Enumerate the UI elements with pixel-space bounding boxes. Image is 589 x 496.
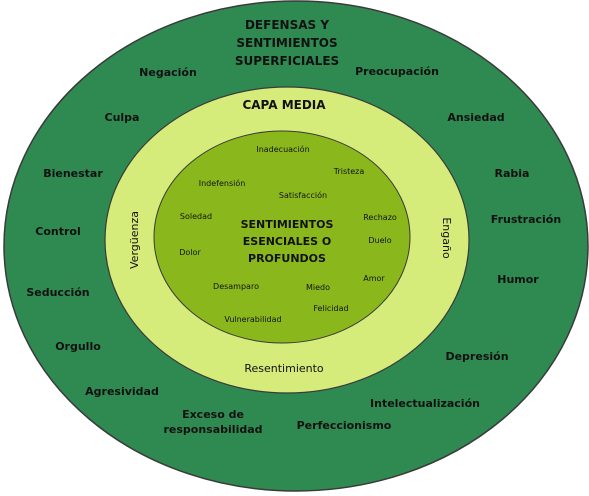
inner-title-line-3: PROFUNDOS [248,252,326,265]
inner-word-felicidad: Felicidad [313,304,348,313]
outer-word-seduccion: Seducción [26,286,89,299]
outer-title-line-2: SENTIMIENTOS [236,36,337,50]
middle-word-resentimiento: Resentimiento [244,362,324,375]
outer-word-ansiedad: Ansiedad [447,111,504,124]
outer-word-depresion: Depresión [445,350,508,363]
outer-word-agresividad: Agresividad [85,385,159,398]
inner-word-vulnerabilidad: Vulnerabilidad [224,315,281,324]
outer-word-perfeccionismo: Perfeccionismo [297,419,392,432]
outer-word-culpa: Culpa [105,111,140,124]
outer-title-line-3: SUPERFICIALES [235,54,339,68]
outer-word-negacion: Negación [139,66,197,79]
outer-word-preocupacion: Preocupación [355,65,439,78]
middle-title: CAPA MEDIA [242,98,326,112]
inner-word-satisfaccion: Satisfacción [279,190,327,200]
inner-core [153,130,411,344]
inner-word-desamparo: Desamparo [213,282,259,291]
outer-word-bienestar: Bienestar [43,167,103,180]
inner-word-duelo: Duelo [368,236,391,245]
inner-word-soledad: Soledad [180,212,212,221]
outer-word-control: Control [35,225,80,238]
outer-word-exceso-line-2: responsabilidad [163,423,262,436]
middle-word-engano: Engaño [440,217,453,259]
outer-word-exceso-line-1: Exceso de [182,408,244,421]
outer-word-frustracion: Frustración [491,213,561,226]
inner-word-tristeza: Tristeza [333,167,365,176]
inner-title-line-1: SENTIMIENTOS [241,218,334,231]
outer-word-intelectualizacion: Intelectualización [370,397,480,410]
inner-word-rechazo: Rechazo [363,213,397,222]
inner-word-dolor: Dolor [179,248,201,257]
inner-title-line-2: ESENCIALES O [243,235,331,248]
inner-word-indefension: Indefensión [199,178,246,188]
inner-word-inadecuacion: Inadecuación [256,144,309,154]
inner-word-amor: Amor [363,274,385,283]
outer-word-humor: Humor [497,273,539,286]
middle-word-verguenza: Vergüenza [128,211,141,269]
outer-word-rabia: Rabia [495,167,530,180]
inner-word-miedo: Miedo [306,283,330,292]
outer-title-line-1: DEFENSAS Y [245,18,329,32]
outer-word-orgullo: Orgullo [55,340,101,353]
